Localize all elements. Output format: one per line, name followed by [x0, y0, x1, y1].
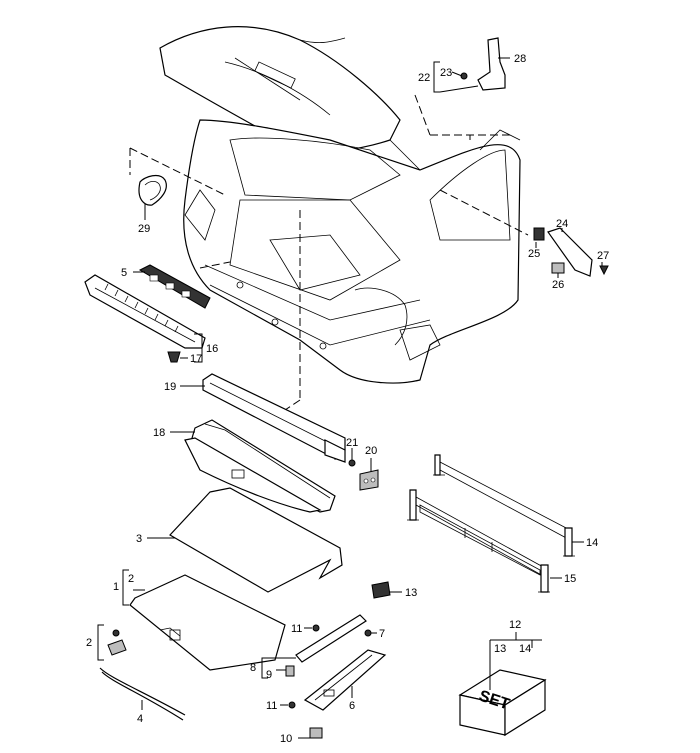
callout-29[interactable]: 29	[138, 223, 150, 235]
callout-24[interactable]: 24	[556, 218, 568, 230]
clip-part-26[interactable]	[551, 262, 565, 274]
callout-25[interactable]: 25	[528, 248, 540, 260]
clip-part-17[interactable]	[167, 351, 181, 363]
assembly-guide-lines	[129, 94, 529, 411]
clip-part-25[interactable]	[533, 227, 545, 241]
bracket-part-28[interactable]	[477, 37, 506, 91]
clip-part-9[interactable]	[285, 665, 295, 677]
luggage-cover-part-18[interactable]	[184, 419, 336, 513]
callout-28[interactable]: 28	[514, 53, 526, 65]
callout-19[interactable]: 19	[164, 381, 176, 393]
callout-16[interactable]: 16	[206, 343, 218, 355]
cover-part-5[interactable]	[138, 264, 211, 309]
callout-23[interactable]: 23	[440, 67, 452, 79]
rail-part-19[interactable]	[202, 373, 346, 463]
callout-14-set[interactable]: 14	[519, 643, 531, 655]
callout-10[interactable]: 10	[280, 733, 292, 745]
holder-part-20[interactable]	[359, 469, 379, 491]
callout-13-set[interactable]: 13	[494, 643, 506, 655]
callout-15[interactable]: 15	[564, 573, 576, 585]
callout-22[interactable]: 22	[418, 72, 430, 84]
callout-27[interactable]: 27	[597, 250, 609, 262]
callout-17[interactable]: 17	[190, 353, 202, 365]
callout-6[interactable]: 6	[349, 700, 355, 712]
callout-1[interactable]: 1	[113, 581, 119, 593]
callout-2-upper[interactable]: 2	[128, 573, 134, 585]
callout-3[interactable]: 3	[136, 533, 142, 545]
callout-18[interactable]: 18	[153, 427, 165, 439]
callout-numbers: 28 22 23 29 5 16 17 19 18 21 20 24 25 26…	[86, 53, 609, 745]
trim-part-24[interactable]	[547, 227, 593, 277]
screw-part-11-a[interactable]	[312, 624, 320, 632]
callout-5[interactable]: 5	[121, 267, 127, 279]
callout-26[interactable]: 26	[552, 279, 564, 291]
callout-2-lower[interactable]: 2	[86, 637, 92, 649]
callout-11-upper[interactable]: 11	[291, 623, 302, 635]
vehicle-rear-body	[159, 26, 521, 384]
screw-part-27[interactable]	[599, 265, 609, 276]
set-box-part-12[interactable]: SET	[458, 669, 547, 737]
screw-part-11-b[interactable]	[288, 701, 296, 709]
callout-9[interactable]: 9	[266, 669, 272, 681]
callout-21[interactable]: 21	[346, 437, 358, 449]
divider-net-part-14[interactable]	[433, 454, 575, 557]
bracket-part-10[interactable]	[309, 727, 323, 739]
handle-part-2[interactable]	[107, 629, 127, 656]
divider-net-part-15[interactable]	[407, 489, 550, 593]
seal-part-29[interactable]	[138, 174, 167, 206]
callout-11-lower[interactable]: 11	[266, 700, 277, 712]
callout-7[interactable]: 7	[379, 628, 385, 640]
callout-8[interactable]: 8	[250, 662, 256, 674]
callout-20[interactable]: 20	[365, 445, 377, 457]
callout-4[interactable]: 4	[137, 713, 143, 725]
floor-panel-part-1[interactable]	[129, 574, 286, 671]
callout-14[interactable]: 14	[586, 537, 598, 549]
callout-12[interactable]: 12	[509, 619, 521, 631]
stopper-part-13[interactable]	[371, 581, 391, 599]
callout-13[interactable]: 13	[405, 587, 417, 599]
strap-part-4[interactable]	[99, 667, 186, 721]
screw-part-21[interactable]	[348, 459, 356, 467]
floor-mat-part-3[interactable]	[169, 487, 343, 593]
screw-part-7[interactable]	[364, 629, 372, 637]
callout-leaders	[97, 57, 603, 739]
rail-part-8[interactable]	[295, 614, 367, 663]
rail-part-6[interactable]	[303, 649, 387, 711]
